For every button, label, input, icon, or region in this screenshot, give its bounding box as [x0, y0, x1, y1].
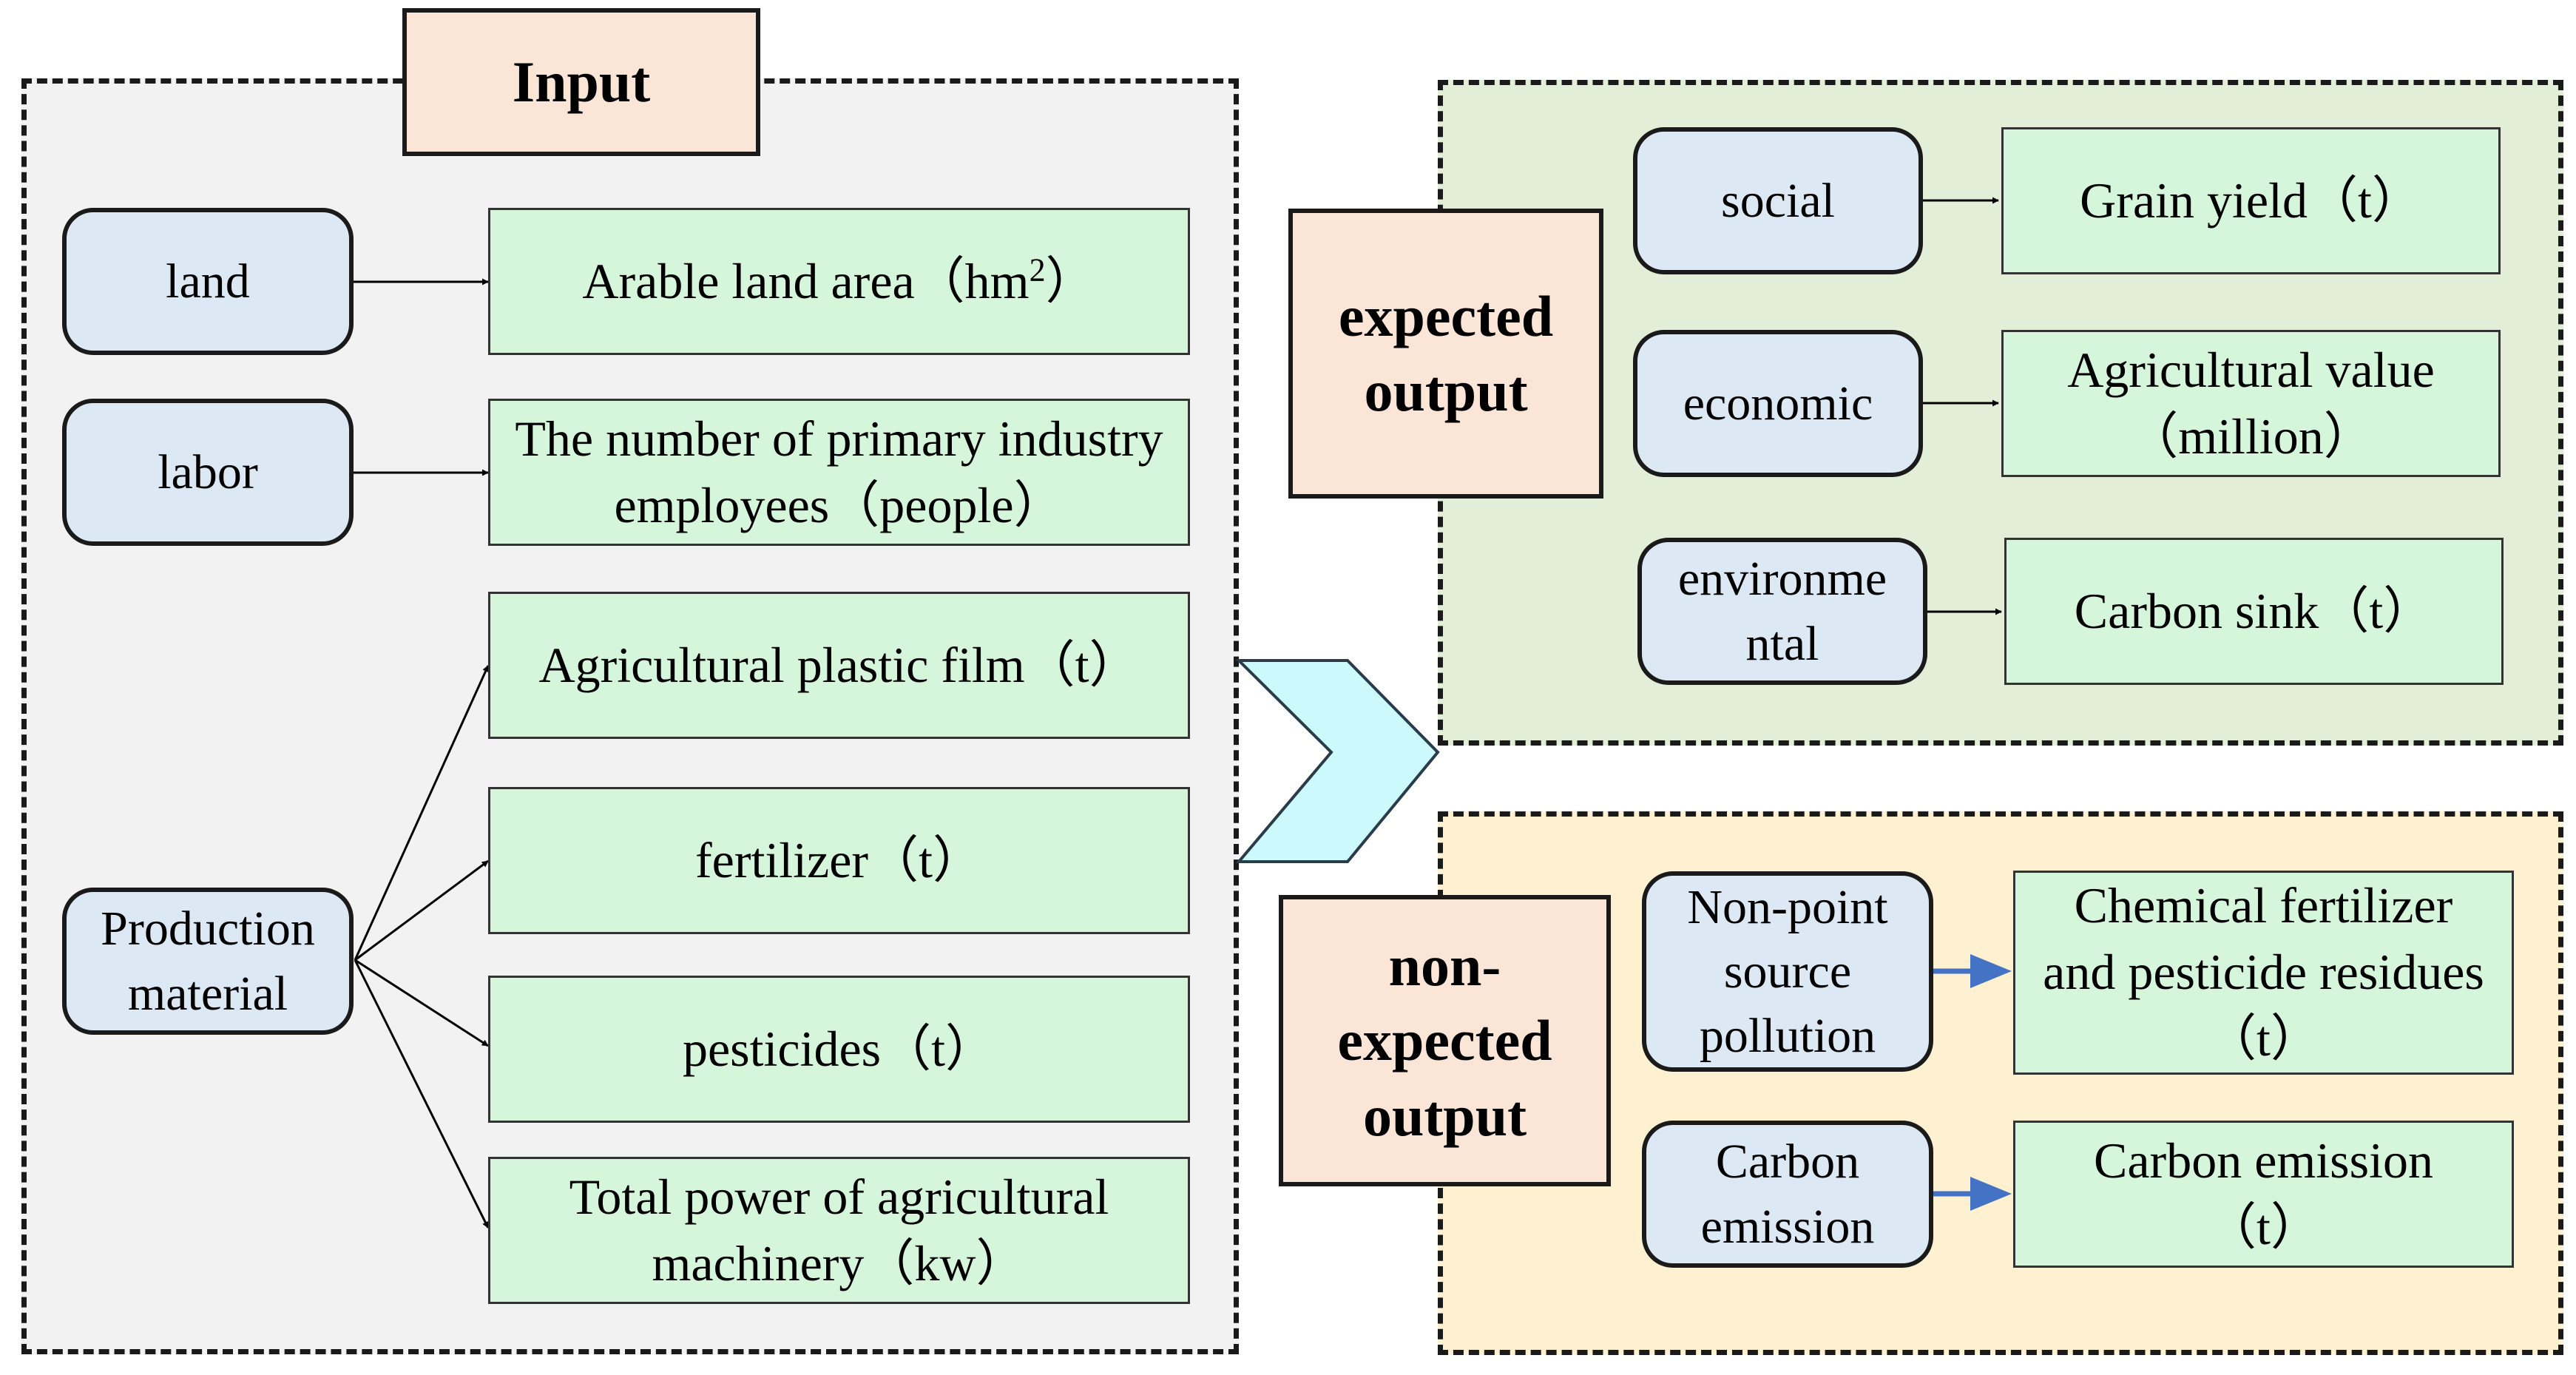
- indicator-carbon-emission-label: Carbon emission（t）: [2094, 1132, 2433, 1255]
- arable-text: Arable land area（hm: [582, 252, 1030, 309]
- category-carbon-emission: Carbon emission: [1642, 1121, 1933, 1268]
- indicator-residues-label: Chemical fertilizer and pesticide residu…: [2043, 877, 2484, 1067]
- indicator-fertilizer-label: fertilizer（t）: [695, 831, 983, 888]
- indicator-machinery: Total power of agricultural machinery（kw…: [488, 1157, 1190, 1304]
- indicator-pesticides: pesticides（t）: [488, 976, 1190, 1123]
- category-land-label: land: [166, 254, 250, 308]
- arable-close: ）: [1045, 252, 1096, 309]
- transition-chevron: [1235, 659, 1440, 863]
- indicator-machinery-label: Total power of agricultural machinery（kw…: [569, 1168, 1109, 1291]
- indicator-carbon-sink-label: Carbon sink（t）: [2074, 582, 2434, 639]
- non-expected-output-title: non-expected output: [1279, 895, 1611, 1186]
- indicator-grain-yield-label: Grain yield（t）: [2080, 172, 2422, 229]
- indicator-carbon-sink: Carbon sink（t）: [2004, 538, 2504, 685]
- category-environmental-label: environme ntal: [1677, 552, 1887, 671]
- indicator-carbon-emission: Carbon emission（t）: [2013, 1121, 2514, 1268]
- arable-superscript: 2: [1029, 251, 1046, 288]
- category-production-material: Production material: [62, 888, 354, 1035]
- indicator-arable-land: Arable land area（hm2）: [488, 208, 1190, 355]
- category-production-label: Production material: [101, 902, 315, 1021]
- non-expected-output-title-text: non-expected output: [1337, 933, 1552, 1148]
- indicator-employees: The number of primary industry employees…: [488, 399, 1190, 546]
- expected-output-title: expected output: [1288, 209, 1603, 499]
- category-carbon-emission-label: Carbon emission: [1700, 1135, 1875, 1254]
- input-title: Input: [402, 8, 760, 156]
- indicator-agricultural-value-label: Agricultural value（million）: [2067, 341, 2435, 464]
- indicator-pesticides-label: pesticides（t）: [682, 1020, 996, 1077]
- indicator-grain-yield: Grain yield（t）: [2001, 127, 2501, 274]
- indicator-agricultural-value: Agricultural value（million）: [2001, 330, 2501, 477]
- category-nonpoint-source-pollution: Non-point source pollution: [1642, 871, 1933, 1072]
- indicator-employees-label: The number of primary industry employees…: [515, 410, 1163, 533]
- input-title-text: Input: [512, 50, 651, 115]
- category-nonpoint-label: Non-point source pollution: [1687, 879, 1888, 1064]
- category-labor: labor: [62, 399, 354, 546]
- category-economic: economic: [1633, 330, 1923, 477]
- category-labor-label: labor: [158, 445, 258, 499]
- indicator-fertilizer: fertilizer（t）: [488, 787, 1190, 934]
- category-social: social: [1633, 127, 1923, 274]
- category-land: land: [62, 208, 354, 355]
- category-social-label: social: [1721, 173, 1835, 228]
- indicator-arable-land-label: Arable land area（hm2）: [582, 249, 1095, 315]
- indicator-plastic-film: Agricultural plastic film（t）: [488, 592, 1190, 739]
- category-environmental: environme ntal: [1637, 538, 1927, 685]
- indicator-plastic-film-label: Agricultural plastic film（t）: [538, 636, 1140, 693]
- expected-output-title-text: expected output: [1338, 283, 1554, 423]
- indicator-residues: Chemical fertilizer and pesticide residu…: [2013, 871, 2514, 1075]
- category-economic-label: economic: [1683, 376, 1873, 430]
